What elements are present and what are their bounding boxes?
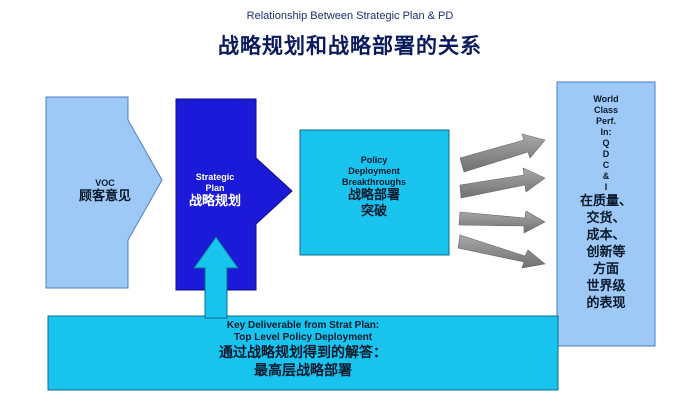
strategic-plan-arrow-shape [175,98,293,291]
deliverable-en-1: Key Deliverable from Strat Plan: [226,320,380,331]
policy-deployment-box [299,129,450,256]
gray-arrow-3 [458,210,546,234]
world-en-4: Q [602,138,610,148]
strategic-plan-zh: 战略规划 [188,194,241,209]
world-en-6: C [602,160,610,170]
world-class-label: World Class Perf. In: Q D C & I 在质量、 交货、… [560,94,652,312]
world-en-8: I [604,182,608,192]
voc-label-zh: 顾客意见 [78,189,131,204]
gray-arrow-1 [459,133,546,173]
world-zh-5: 世界级 [586,279,626,294]
world-en-1: Class [593,105,619,115]
world-zh-4: 方面 [592,262,619,277]
gray-arrow-2 [459,167,546,199]
diagram-subtitle: Relationship Between Strategic Plan & PD [246,10,454,22]
world-zh-1: 交货、 [586,211,626,226]
key-deliverable-box [47,315,559,391]
policy-zh-1: 战略部署 [347,188,400,203]
diverging-arrows [457,133,546,269]
policy-zh-2: 突破 [360,204,387,219]
world-class-box [556,81,656,347]
up-arrow-shape [193,236,239,319]
world-zh-3: 创新等 [586,245,626,260]
strategic-plan-label: Strategic Plan 战略规划 [176,172,254,210]
world-zh-6: 的表现 [586,296,626,311]
key-deliverable-label: Key Deliverable from Strat Plan: Top Lev… [50,320,556,380]
gray-arrow-4 [457,234,546,269]
voc-label: VOC 顾客意见 [50,178,160,205]
world-en-2: Perf. [595,116,616,126]
world-en-5: D [602,149,610,159]
policy-en-2: Deployment [348,166,400,176]
world-zh-2: 成本、 [586,228,626,243]
policy-en-1: Policy [360,155,388,165]
strategic-plan-en-1: Strategic [195,172,235,182]
deliverable-zh-1: 通过战略规划得到的解答： [219,345,387,361]
deliverable-zh-2: 最高层战略部署 [254,363,352,379]
world-zh-0: 在质量、 [579,194,632,209]
voc-arrow-shape [45,96,163,289]
voc-label-en: VOC [95,178,115,188]
deliverable-en-2: Top Level Policy Deployment [233,332,373,343]
world-en-0: World [593,94,619,104]
policy-en-3: Breakthroughs [341,177,406,187]
world-en-7: & [602,171,610,181]
diagram-title: 战略规划和战略部署的关系 [218,34,482,58]
strategic-plan-en-2: Plan [205,183,225,193]
world-en-3: In: [600,127,612,137]
policy-deployment-label: Policy Deployment Breakthroughs 战略部署 突破 [300,155,448,220]
